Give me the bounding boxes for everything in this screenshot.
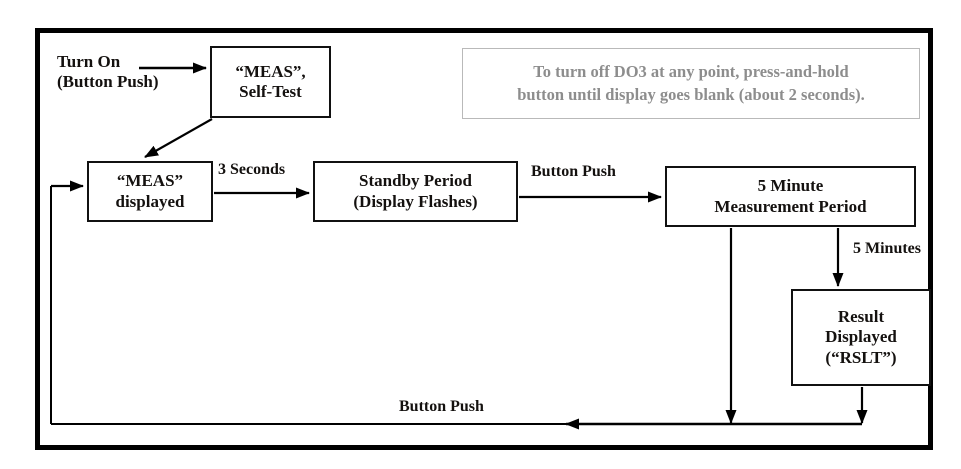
edge-label-button-push-standby: Button Push <box>531 163 616 180</box>
node-standby-period[interactable]: Standby Period (Display Flashes) <box>313 161 518 222</box>
label-turn-on-line-1: Turn On <box>57 52 121 71</box>
node-measurement-period[interactable]: 5 Minute Measurement Period <box>665 166 916 227</box>
edge-label-three-seconds: 3 Seconds <box>218 161 286 178</box>
node-meas-self-test[interactable]: “MEAS”, Self-Test <box>210 46 331 118</box>
node-result-displayed-line-3: (“RSLT”) <box>825 347 897 367</box>
edge-label-button-push-return: Button Push <box>399 398 484 415</box>
node-result-displayed-line-1: Result <box>837 307 885 327</box>
node-meas-displayed-line-2: displayed <box>115 191 185 211</box>
note-line-1: To turn off DO3 at any point, press-and-… <box>533 62 849 82</box>
node-standby-period-line-1: Standby Period <box>359 171 472 191</box>
node-meas-displayed-line-1: “MEAS” <box>116 171 184 191</box>
note-line-2: button until display goes blank (about 2… <box>517 84 865 104</box>
node-measurement-period-line-1: 5 Minute <box>757 176 824 196</box>
label-turn-on: Turn On (Button Push) <box>57 52 159 93</box>
node-meas-self-test-line-1: “MEAS”, <box>235 61 306 81</box>
edge-label-five-minutes: 5 Minutes <box>853 240 921 257</box>
node-meas-self-test-line-2: Self-Test <box>239 82 302 101</box>
label-turn-on-line-2: (Button Push) <box>57 72 159 92</box>
node-standby-period-line-2: (Display Flashes) <box>353 191 478 211</box>
node-meas-displayed[interactable]: “MEAS” displayed <box>87 161 213 222</box>
note-box: To turn off DO3 at any point, press-and-… <box>462 48 920 119</box>
node-result-displayed[interactable]: Result Displayed (“RSLT”) <box>791 289 931 386</box>
node-measurement-period-line-2: Measurement Period <box>714 196 867 216</box>
node-result-displayed-line-2: Displayed <box>825 327 897 347</box>
